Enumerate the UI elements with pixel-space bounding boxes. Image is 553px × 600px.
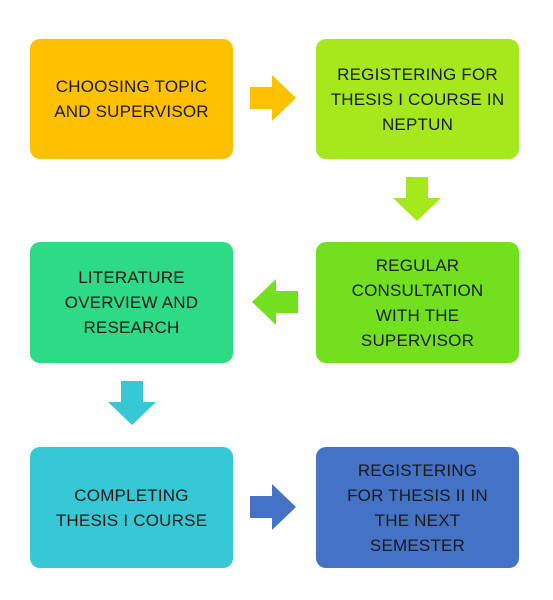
step-label: REGISTERING FOR THESIS II IN THE NEXT SE…: [347, 460, 488, 555]
step-label: REGULAR CONSULTATION WITH THE SUPERVISOR: [351, 255, 484, 350]
step-label: CHOOSING TOPIC AND SUPERVISOR: [54, 77, 209, 121]
step-label: LITERATURE OVERVIEW AND RESEARCH: [64, 268, 199, 337]
step-completing-thesis-1: COMPLETING THESIS I COURSE: [30, 447, 233, 568]
arrow-left-icon: [252, 279, 298, 325]
arrow-down-icon: [108, 381, 156, 425]
step-label: REGISTERING FOR THESIS I COURSE IN NEPTU…: [330, 64, 505, 134]
arrow-down-icon: [393, 177, 441, 221]
step-literature-overview: LITERATURE OVERVIEW AND RESEARCH: [30, 242, 233, 363]
step-label: COMPLETING THESIS I COURSE: [55, 485, 208, 530]
step-registering-thesis-1: REGISTERING FOR THESIS I COURSE IN NEPTU…: [316, 39, 519, 159]
step-choosing-topic: CHOOSING TOPIC AND SUPERVISOR: [30, 39, 233, 159]
step-regular-consultation: REGULAR CONSULTATION WITH THE SUPERVISOR: [316, 242, 519, 363]
step-registering-thesis-2: REGISTERING FOR THESIS II IN THE NEXT SE…: [316, 447, 519, 568]
arrow-right-icon: [250, 484, 296, 530]
arrow-right-icon: [250, 75, 296, 121]
